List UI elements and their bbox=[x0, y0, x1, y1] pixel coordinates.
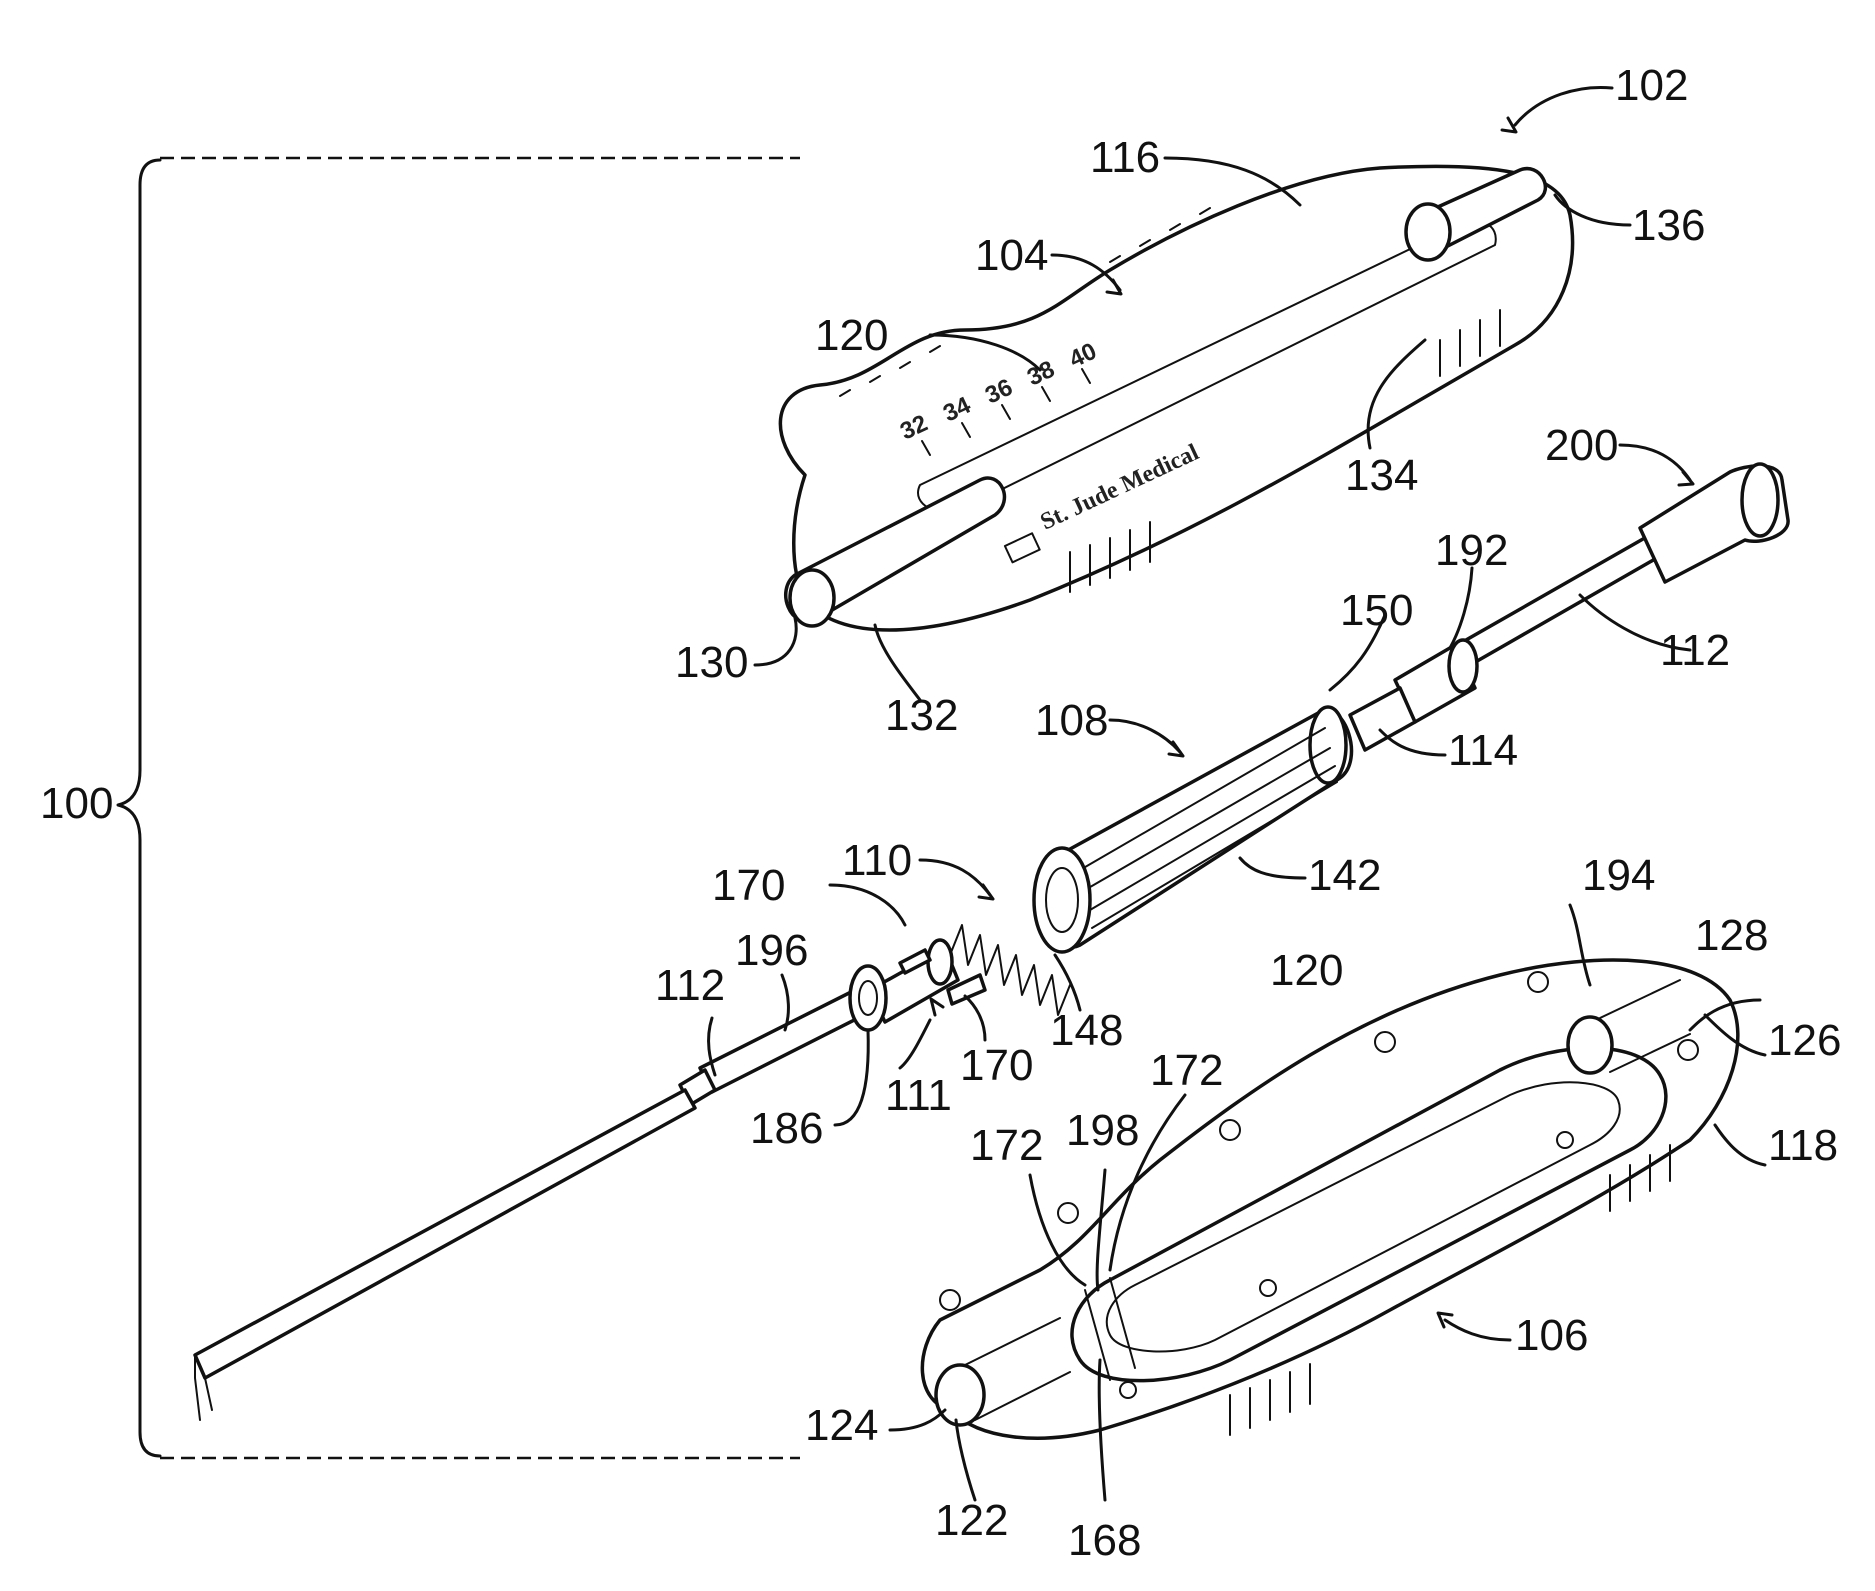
label-114: 114 bbox=[1448, 726, 1518, 775]
inner-shaft bbox=[195, 966, 886, 1420]
leader-130 bbox=[755, 618, 796, 665]
label-136: 136 bbox=[1632, 201, 1705, 250]
label-128: 128 bbox=[1695, 911, 1768, 960]
label-116: 116 bbox=[1090, 133, 1160, 182]
label-112-left: 112 bbox=[655, 961, 725, 1010]
label-126: 126 bbox=[1768, 1016, 1841, 1065]
assembly-bracket bbox=[118, 158, 800, 1458]
tube-end-134 bbox=[1406, 204, 1450, 260]
grip-sleeve-flange bbox=[1034, 848, 1090, 952]
label-120-bottom: 120 bbox=[1270, 946, 1343, 995]
outer-tube-112 bbox=[1350, 464, 1788, 750]
label-168: 168 bbox=[1068, 1516, 1141, 1565]
label-148: 148 bbox=[1050, 1006, 1123, 1055]
label-104: 104 bbox=[975, 231, 1048, 280]
label-132: 132 bbox=[885, 691, 958, 740]
leader-170b bbox=[965, 996, 985, 1040]
lower-handle-106 bbox=[922, 960, 1738, 1438]
tube-end-130 bbox=[790, 570, 834, 626]
label-110: 110 bbox=[842, 836, 912, 885]
label-118: 118 bbox=[1768, 1121, 1838, 1170]
label-108: 108 bbox=[1035, 696, 1108, 745]
label-194: 194 bbox=[1582, 851, 1655, 900]
label-112-right: 112 bbox=[1660, 626, 1730, 675]
leader-200-arrow bbox=[1679, 472, 1693, 485]
label-100: 100 bbox=[40, 779, 113, 828]
label-192: 192 bbox=[1435, 526, 1508, 575]
leader-111 bbox=[900, 1020, 930, 1068]
label-124: 124 bbox=[805, 1401, 878, 1450]
carriage-collar bbox=[928, 940, 952, 984]
long-catheter-112 bbox=[195, 1090, 695, 1378]
curly-brace bbox=[118, 160, 160, 1456]
label-106: 106 bbox=[1515, 1311, 1588, 1360]
label-172-right: 172 bbox=[1150, 1046, 1223, 1095]
label-122: 122 bbox=[935, 1496, 1008, 1545]
luer-opening bbox=[1742, 464, 1778, 536]
leader-186 bbox=[835, 1030, 868, 1125]
seal-192-face bbox=[1449, 640, 1477, 692]
label-170-top: 170 bbox=[712, 861, 785, 910]
leader-142 bbox=[1240, 858, 1305, 878]
tube-seat-122 bbox=[936, 1365, 984, 1425]
label-170-bottom: 170 bbox=[960, 1041, 1033, 1090]
label-102: 102 bbox=[1615, 61, 1688, 110]
leader-122 bbox=[956, 1420, 975, 1500]
label-172-left: 172 bbox=[970, 1121, 1043, 1170]
label-130: 130 bbox=[675, 638, 748, 687]
label-198: 198 bbox=[1066, 1106, 1139, 1155]
leader-106 bbox=[1445, 1320, 1510, 1340]
leader-148 bbox=[1055, 955, 1080, 1010]
label-120-top: 120 bbox=[815, 311, 888, 360]
leader-118 bbox=[1715, 1125, 1765, 1165]
leader-192 bbox=[1450, 568, 1472, 648]
label-196: 196 bbox=[735, 926, 808, 975]
label-111: 111 bbox=[885, 1071, 952, 1120]
leader-108 bbox=[1110, 720, 1180, 752]
leader-200 bbox=[1620, 445, 1690, 480]
spring-110 bbox=[870, 925, 1070, 1022]
leader-196 bbox=[782, 975, 788, 1030]
leader-102 bbox=[1515, 87, 1612, 125]
label-186: 186 bbox=[750, 1104, 823, 1153]
leader-170a bbox=[830, 885, 905, 925]
leader-132 bbox=[875, 625, 920, 700]
leader-124 bbox=[890, 1410, 945, 1430]
grip-sleeve-end-150 bbox=[1310, 707, 1346, 783]
leader-111-arrow bbox=[931, 999, 943, 1015]
seal-186 bbox=[850, 966, 886, 1030]
label-150: 150 bbox=[1340, 586, 1413, 635]
label-142: 142 bbox=[1308, 851, 1381, 900]
tube-seat-128 bbox=[1568, 1017, 1612, 1073]
label-134: 134 bbox=[1345, 451, 1418, 500]
tube-joint-114 bbox=[1350, 688, 1415, 750]
leader-110 bbox=[920, 860, 990, 895]
label-200: 200 bbox=[1545, 421, 1618, 470]
